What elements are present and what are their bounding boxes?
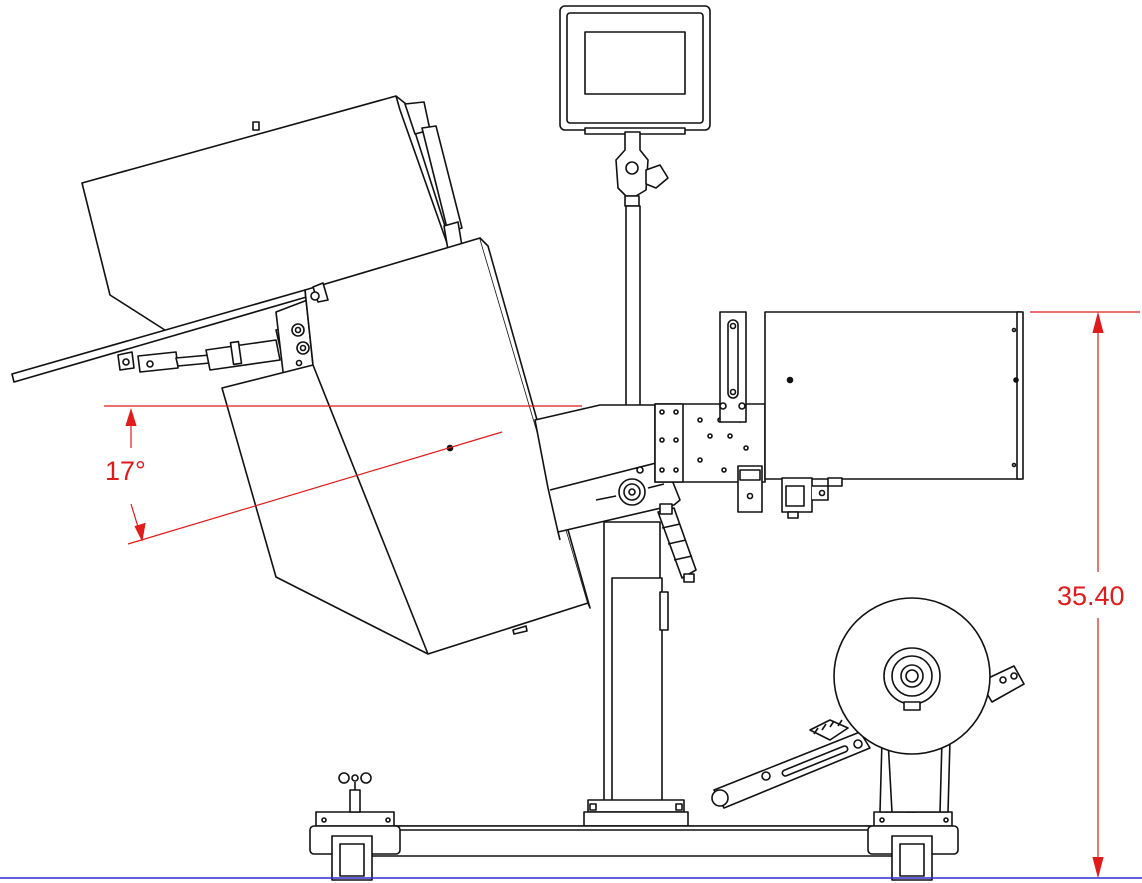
display-monitor bbox=[559, 5, 711, 135]
angle-label: 17° bbox=[105, 456, 146, 486]
tray-plate bbox=[11, 289, 311, 383]
monitor-mount bbox=[615, 131, 669, 207]
left-caster bbox=[309, 772, 401, 881]
base-beam bbox=[339, 825, 921, 857]
height-dimension-line bbox=[1092, 311, 1104, 879]
sensor-block bbox=[737, 465, 763, 513]
slot-bracket bbox=[719, 311, 747, 423]
control-box bbox=[764, 311, 1024, 480]
label-roll bbox=[833, 597, 991, 755]
valve-assembly bbox=[781, 477, 843, 519]
tension-arm bbox=[711, 719, 871, 809]
center-column bbox=[583, 521, 689, 827]
display-pole bbox=[625, 205, 641, 407]
height-label: 35.40 bbox=[1057, 581, 1125, 611]
angle-inclined-line bbox=[127, 431, 503, 545]
chute-neck bbox=[534, 404, 681, 541]
roll-stand bbox=[879, 739, 951, 813]
angle-arrow bbox=[125, 407, 146, 542]
vertical-cylinder bbox=[657, 503, 697, 583]
